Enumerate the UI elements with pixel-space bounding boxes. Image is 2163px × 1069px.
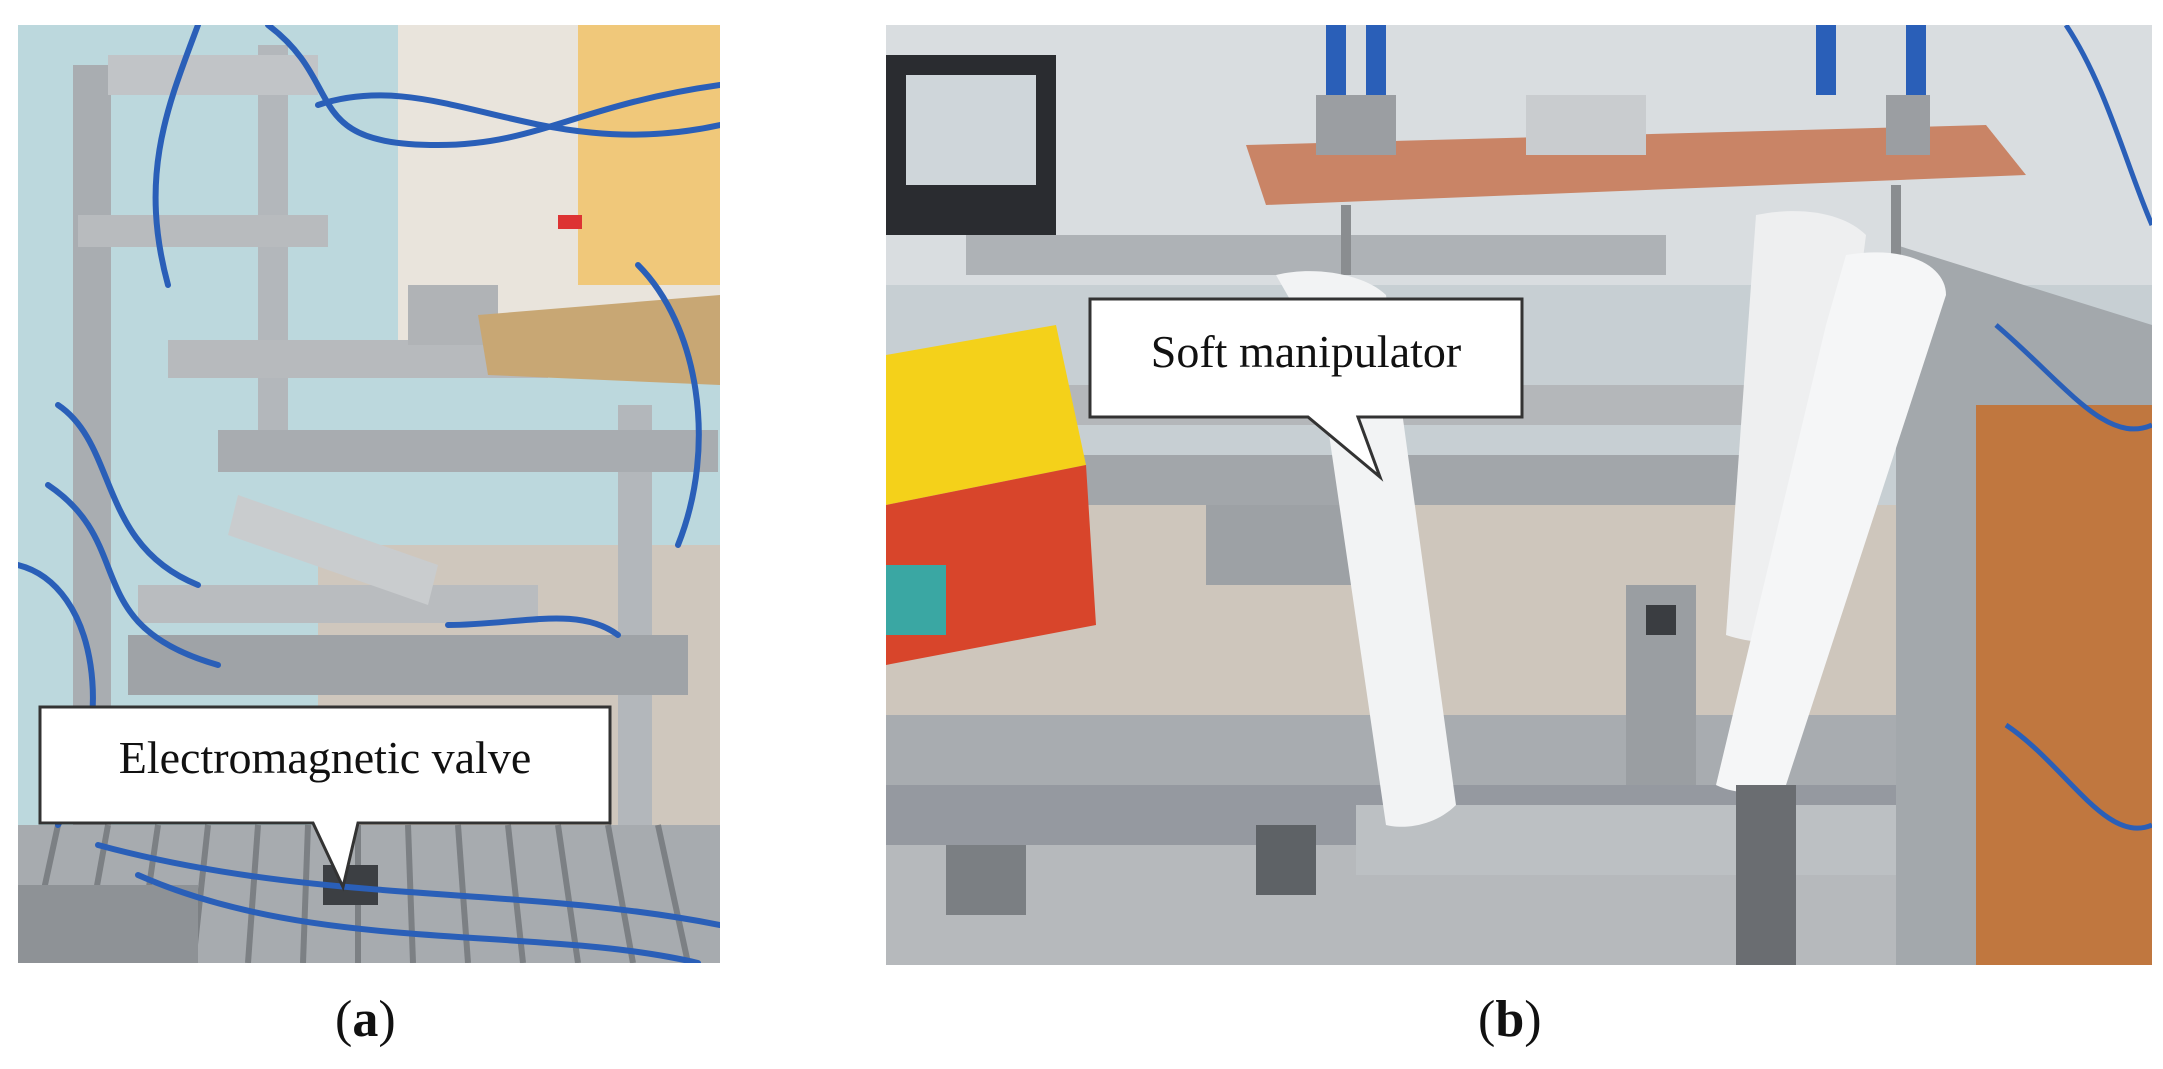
callout-bubble-a	[38, 705, 612, 892]
photo-panel-a: Electromagnetic valve	[18, 25, 720, 963]
photo-panel-b: Soft manipulator	[886, 25, 2152, 965]
callout-label-b: Soft manipulator	[1150, 326, 1462, 377]
caption-b-letter: b	[1495, 991, 1525, 1048]
callout-soft-manipulator: Soft manipulator	[1088, 297, 1524, 482]
caption-a-open: (	[335, 991, 353, 1048]
caption-a-close: )	[378, 991, 396, 1048]
caption-a: (a)	[335, 990, 396, 1049]
caption-a-letter: a	[352, 991, 379, 1048]
caption-b: (b)	[1478, 990, 1542, 1049]
callout-bubble-b	[1088, 297, 1524, 482]
caption-b-close: )	[1524, 991, 1542, 1048]
callout-electromagnetic-valve: Electromagnetic valve	[38, 705, 612, 892]
rig-photo-b	[886, 25, 2152, 965]
caption-b-open: (	[1478, 991, 1496, 1048]
callout-label-a: Electromagnetic valve	[118, 732, 532, 783]
